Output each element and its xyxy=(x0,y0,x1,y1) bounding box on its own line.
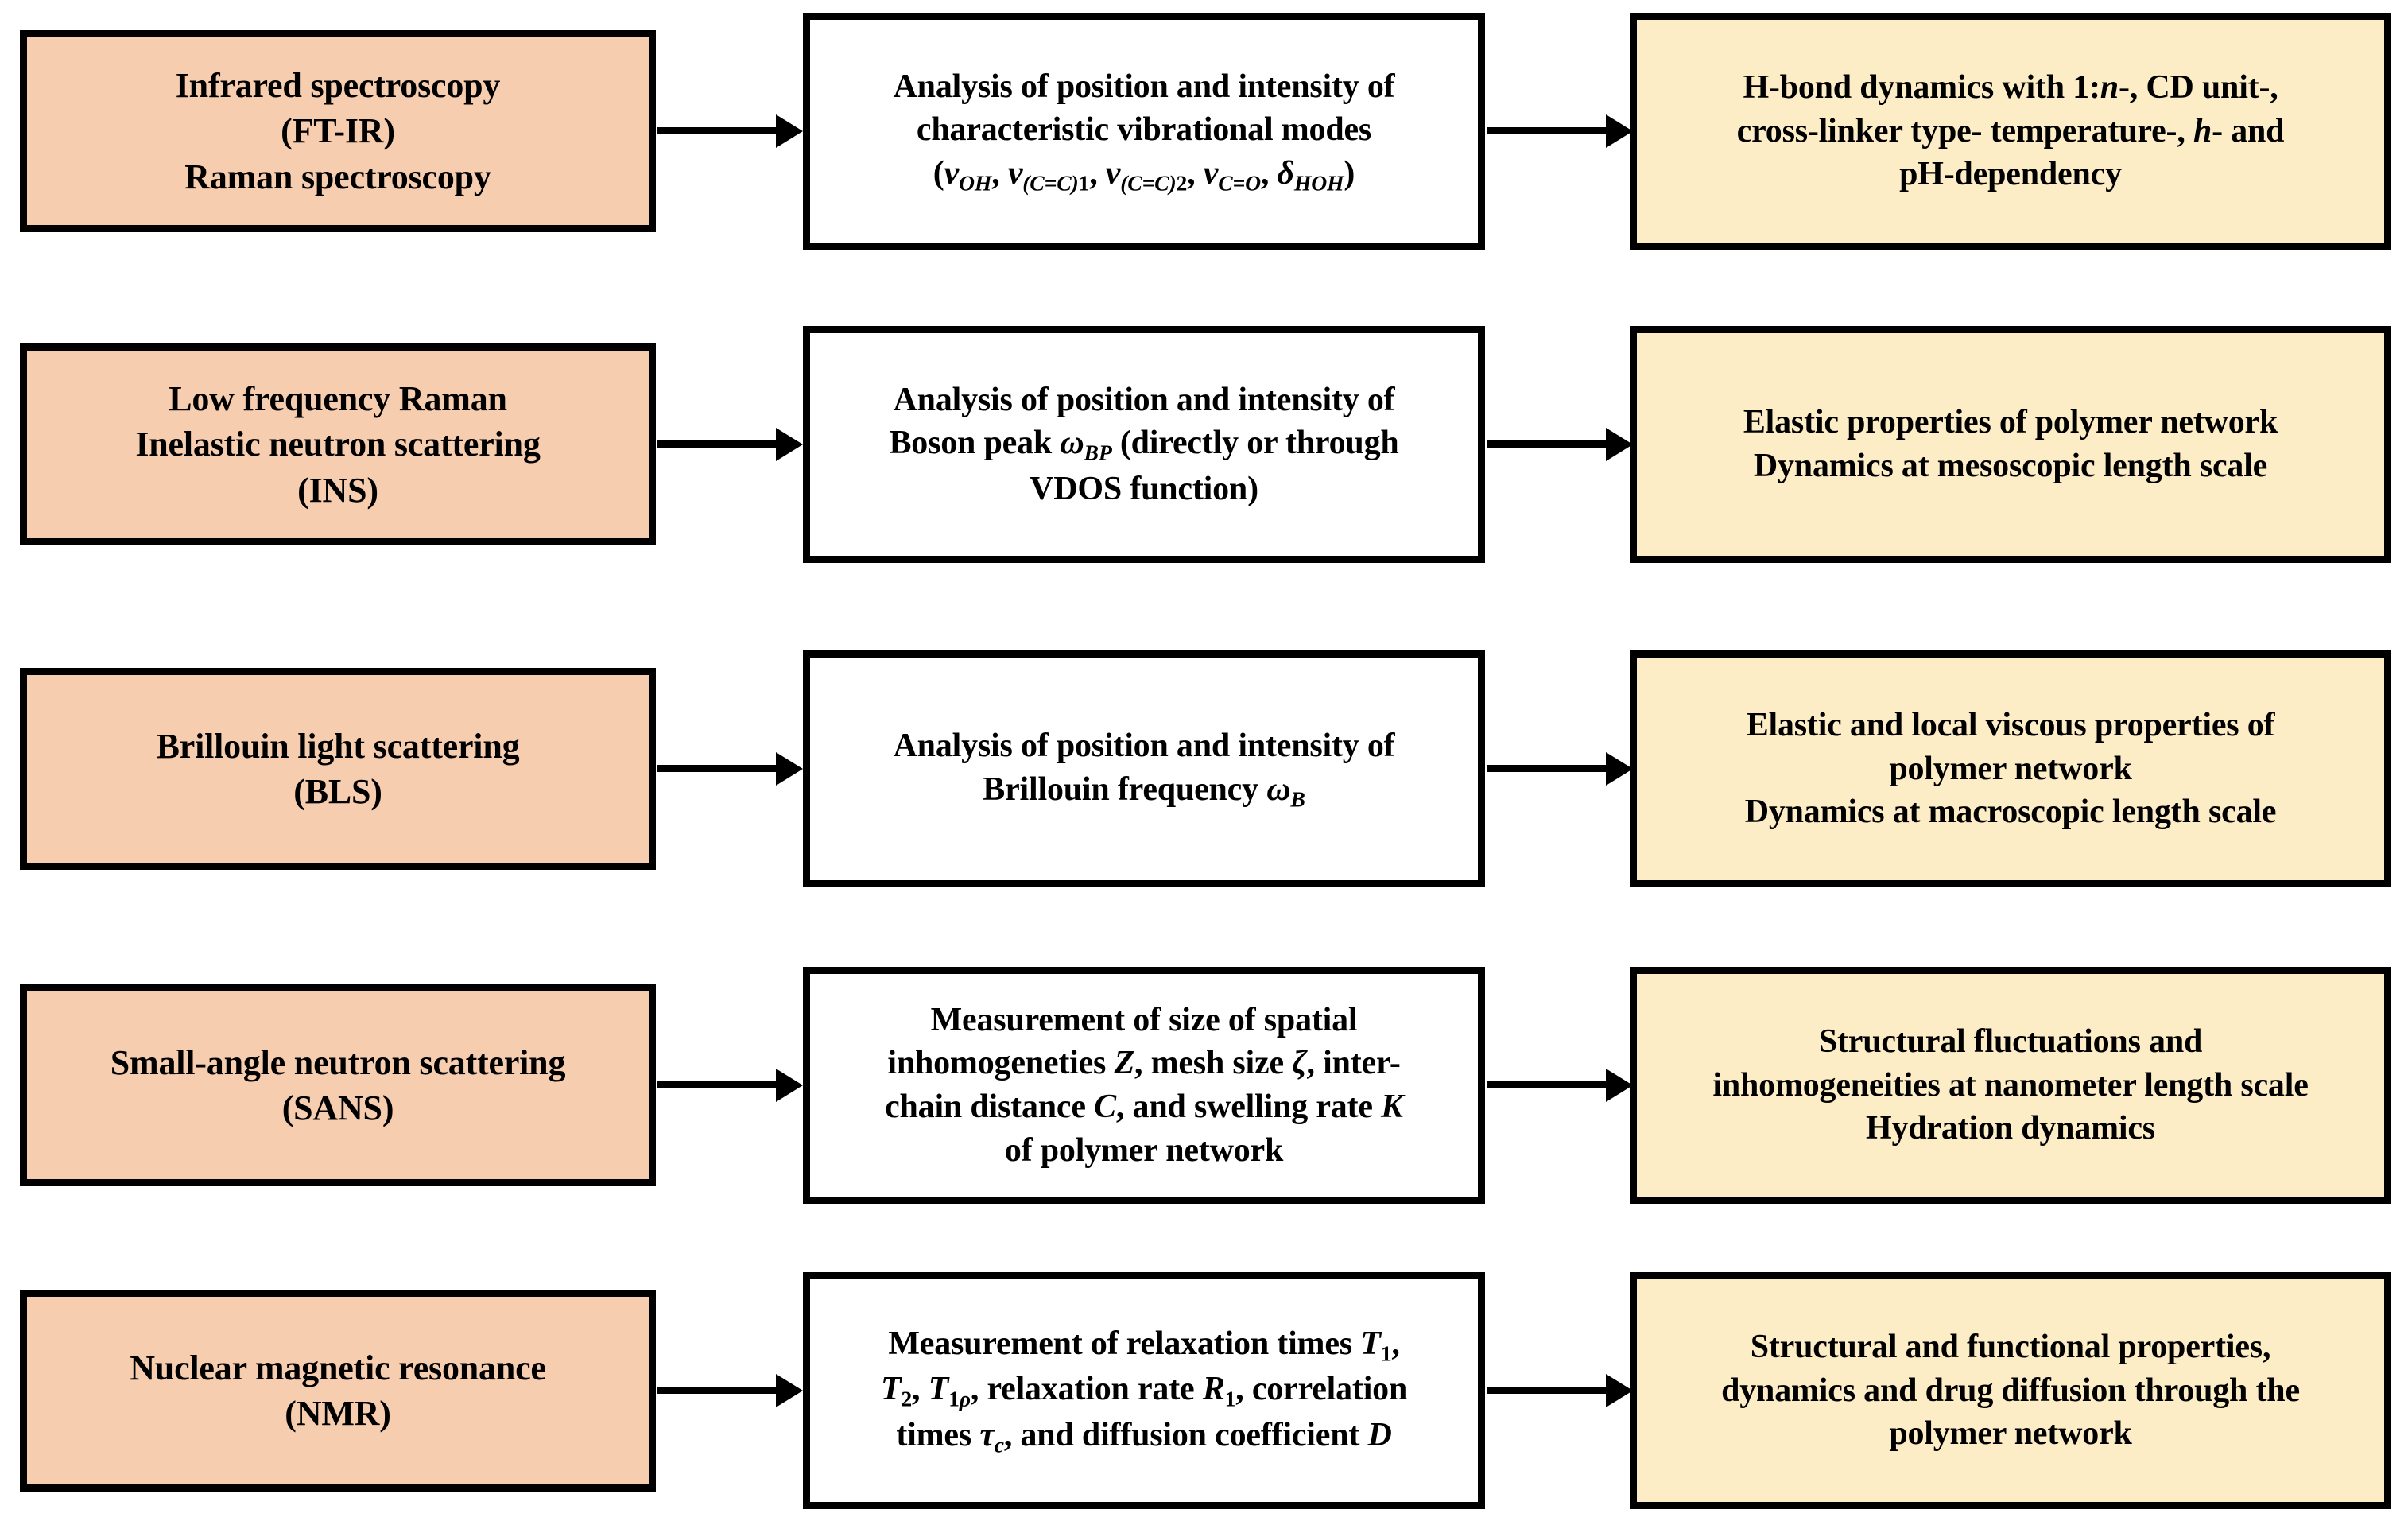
arrow-head-icon xyxy=(776,114,803,148)
arrow-head-icon xyxy=(1606,1374,1633,1407)
arrow-head-icon xyxy=(1606,752,1633,786)
outcome-box-elastic-viscous[interactable]: Elastic and local viscous properties of … xyxy=(1630,650,2391,887)
flow-row-4: Small-angle neutron scattering (SANS) Me… xyxy=(0,967,2408,1204)
arrow-shaft xyxy=(657,127,777,134)
method-box-low-freq-raman-ins[interactable]: Low frequency Raman Inelastic neutron sc… xyxy=(20,343,656,545)
method-box-sans[interactable]: Small-angle neutron scattering (SANS) xyxy=(20,984,656,1186)
analysis-line-2: Brillouin frequency ωB xyxy=(983,770,1305,811)
analysis-box-boson-peak[interactable]: Analysis of position and intensity of Bo… xyxy=(803,326,1485,563)
analysis-line-3: VDOS function) xyxy=(1030,470,1258,507)
arrow-shaft xyxy=(657,1387,777,1394)
analysis-box-label: Measurement of size of spatial inhomogen… xyxy=(885,1001,1403,1169)
outcome-box-label: Elastic and local viscous properties of … xyxy=(1744,707,2277,831)
outcome-box-label: H-bond dynamics with 1:n-, CD unit-, cro… xyxy=(1637,66,2384,196)
analysis-box-spatial-inhomogeneties[interactable]: Measurement of size of spatial inhomogen… xyxy=(803,967,1485,1204)
arrow-head-icon xyxy=(1606,428,1633,461)
flow-row-3: Brillouin light scattering (BLS) Analysi… xyxy=(0,650,2408,887)
analysis-line-2: Boson peak ωBP (directly or through xyxy=(889,425,1399,465)
flow-row-5: Nuclear magnetic resonance (NMR) Measure… xyxy=(0,1272,2408,1509)
outcome-box-label: Structural fluctuations and inhomogeneit… xyxy=(1712,1023,2309,1147)
analysis-box-brillouin-frequency[interactable]: Analysis of position and intensity of Br… xyxy=(803,650,1485,887)
analysis-line-3: chain distance C, and swelling rate K xyxy=(885,1088,1403,1125)
outcome-box-label: Elastic properties of polymer network Dy… xyxy=(1743,404,2278,484)
outcome-box-label: Structural and functional properties, dy… xyxy=(1721,1329,2300,1453)
analysis-line-4: of polymer network xyxy=(1004,1131,1284,1169)
outcome-line-1: H-bond dynamics with 1:n-, CD unit-, xyxy=(1743,69,2278,107)
analysis-box-label: Analysis of position and intensity of Bo… xyxy=(889,381,1399,507)
method-box-label: Brillouin light scattering (BLS) xyxy=(156,726,520,811)
arrow-shaft xyxy=(1487,127,1607,134)
outcome-box-structural-fluctuations[interactable]: Structural fluctuations and inhomogeneit… xyxy=(1630,967,2391,1204)
outcome-box-structural-functional[interactable]: Structural and functional properties, dy… xyxy=(1630,1272,2391,1509)
arrow-shaft xyxy=(1487,440,1607,448)
analysis-box-label: Analysis of position and intensity of ch… xyxy=(893,68,1395,196)
analysis-box-formula: (νOH, ν(C=C)1, ν(C=C)2, νC=O, δHOH) xyxy=(933,154,1355,196)
outcome-line-3: pH-dependency xyxy=(1899,156,2122,193)
analysis-line-2: inhomogeneties Z, mesh size ζ, inter- xyxy=(887,1045,1401,1082)
flow-row-2: Low frequency Raman Inelastic neutron sc… xyxy=(0,326,2408,563)
arrow-head-icon xyxy=(776,1374,803,1407)
analysis-box-label: Measurement of relaxation times T1, T2, … xyxy=(810,1322,1478,1459)
analysis-line-3: times τc, and diffusion coefficient D xyxy=(896,1416,1392,1457)
arrow-head-icon xyxy=(776,752,803,786)
analysis-box-label: Analysis of position and intensity of Br… xyxy=(893,728,1395,811)
analysis-box-relaxation-times[interactable]: Measurement of relaxation times T1, T2, … xyxy=(803,1272,1485,1509)
outcome-line-2: cross-linker type- temperature-, h- and xyxy=(1736,112,2285,149)
analysis-box-vibrational-modes[interactable]: Analysis of position and intensity of ch… xyxy=(803,13,1485,250)
method-box-label: Small-angle neutron scattering (SANS) xyxy=(110,1042,566,1127)
arrow-shaft xyxy=(657,440,777,448)
method-box-bls[interactable]: Brillouin light scattering (BLS) xyxy=(20,668,656,870)
arrow-head-icon xyxy=(1606,1069,1633,1102)
arrow-head-icon xyxy=(1606,114,1633,148)
method-box-label: Low frequency Raman Inelastic neutron sc… xyxy=(135,379,541,510)
method-box-label: Nuclear magnetic resonance (NMR) xyxy=(130,1348,546,1433)
arrow-shaft xyxy=(1487,1387,1607,1394)
method-box-ft-ir-raman[interactable]: Infrared spectroscopy (FT-IR) Raman spec… xyxy=(20,30,656,232)
outcome-box-h-bond-dynamics[interactable]: H-bond dynamics with 1:n-, CD unit-, cro… xyxy=(1630,13,2391,250)
flow-row-1: Infrared spectroscopy (FT-IR) Raman spec… xyxy=(0,13,2408,250)
arrow-shaft xyxy=(657,1081,777,1088)
outcome-box-elastic-properties[interactable]: Elastic properties of polymer network Dy… xyxy=(1630,326,2391,563)
arrow-shaft xyxy=(1487,765,1607,772)
arrow-shaft xyxy=(1487,1081,1607,1088)
analysis-line-2: T2, T1ρ, relaxation rate R1, correlation xyxy=(880,1371,1408,1411)
arrow-head-icon xyxy=(776,1069,803,1102)
analysis-line-1: Measurement of relaxation times T1, xyxy=(888,1325,1400,1366)
arrow-shaft xyxy=(657,765,777,772)
method-box-nmr[interactable]: Nuclear magnetic resonance (NMR) xyxy=(20,1290,656,1492)
method-box-label: Infrared spectroscopy (FT-IR) Raman spec… xyxy=(175,66,501,196)
arrow-head-icon xyxy=(776,428,803,461)
